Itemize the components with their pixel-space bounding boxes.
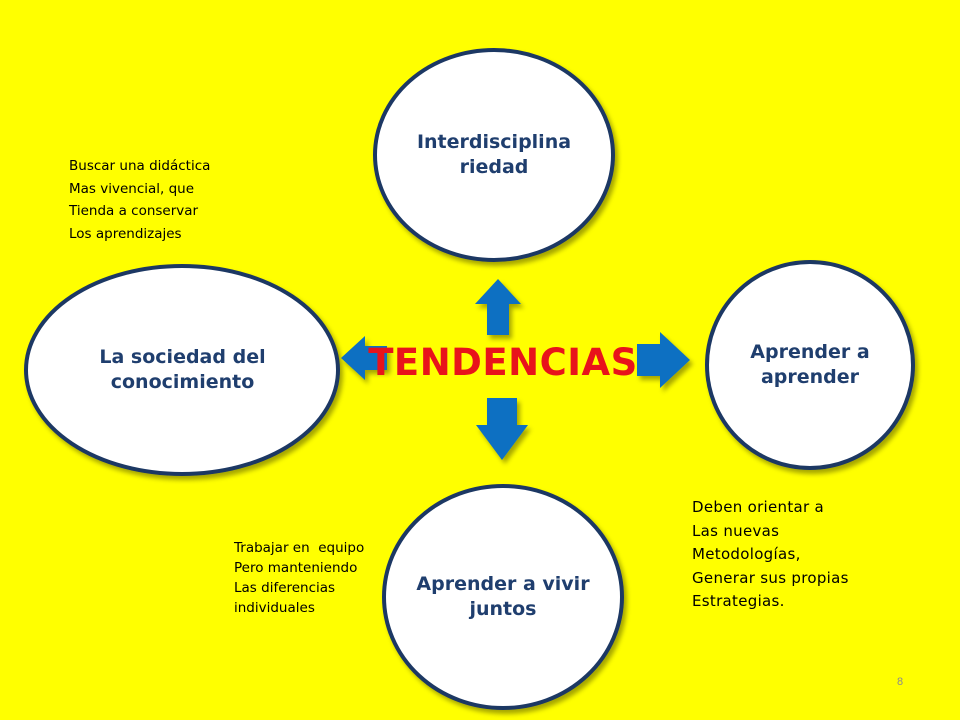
node-interdisciplinariedad: Interdisciplina riedad (375, 50, 613, 260)
arrow-right-icon (637, 332, 690, 388)
node-aprender-a-aprender: Aprender a aprender (707, 262, 913, 468)
note-line: Mas vivencial, que (69, 180, 195, 197)
note-line: Estrategias. (692, 592, 785, 610)
node-aprender-a-vivir-juntos: Aprender a vivir juntos (384, 486, 622, 708)
note-line: Las diferencias (234, 580, 336, 596)
circle-left (24, 264, 340, 476)
node-bottom-label: Aprender a vivir juntos (416, 573, 590, 620)
circle-bottom (382, 484, 624, 710)
note-line: Generar sus propias (692, 568, 849, 587)
arrow-left-icon (341, 336, 387, 380)
note-line: Pero manteniendo (234, 560, 358, 576)
note-top-left: Buscar una didáctica Mas vivencial, que … (69, 155, 210, 245)
arrow-up-icon (475, 279, 521, 335)
note-line: Los aprendizajes (69, 225, 182, 242)
node-top-label: Interdisciplina riedad (416, 131, 572, 178)
note-bottom-right: Deben orientar a Las nuevas Metodologías… (692, 496, 849, 614)
note-line: Deben orientar a (692, 498, 825, 516)
center-title: TENDENCIAS (368, 340, 638, 384)
note-line: Tienda a conservar (69, 203, 199, 219)
note-line: Buscar una didáctica (69, 158, 211, 174)
node-left-label: La sociedad del conocimiento (99, 346, 266, 393)
circle-right (705, 260, 915, 470)
page-number: 8 (896, 676, 904, 688)
node-sociedad-del-conocimiento: La sociedad del conocimiento (26, 266, 339, 474)
note-line: Trabajar en equipo (234, 540, 365, 556)
note-line: Las nuevas (692, 521, 780, 540)
circle-top (373, 48, 615, 262)
note-line: Metodologías, (692, 545, 801, 563)
note-bottom-left: Trabajar en equipo Pero manteniendo Las … (234, 538, 364, 618)
note-line: individuales (234, 600, 315, 616)
node-right-label: Aprender a aprender (750, 341, 870, 388)
arrow-down-icon (476, 398, 528, 460)
